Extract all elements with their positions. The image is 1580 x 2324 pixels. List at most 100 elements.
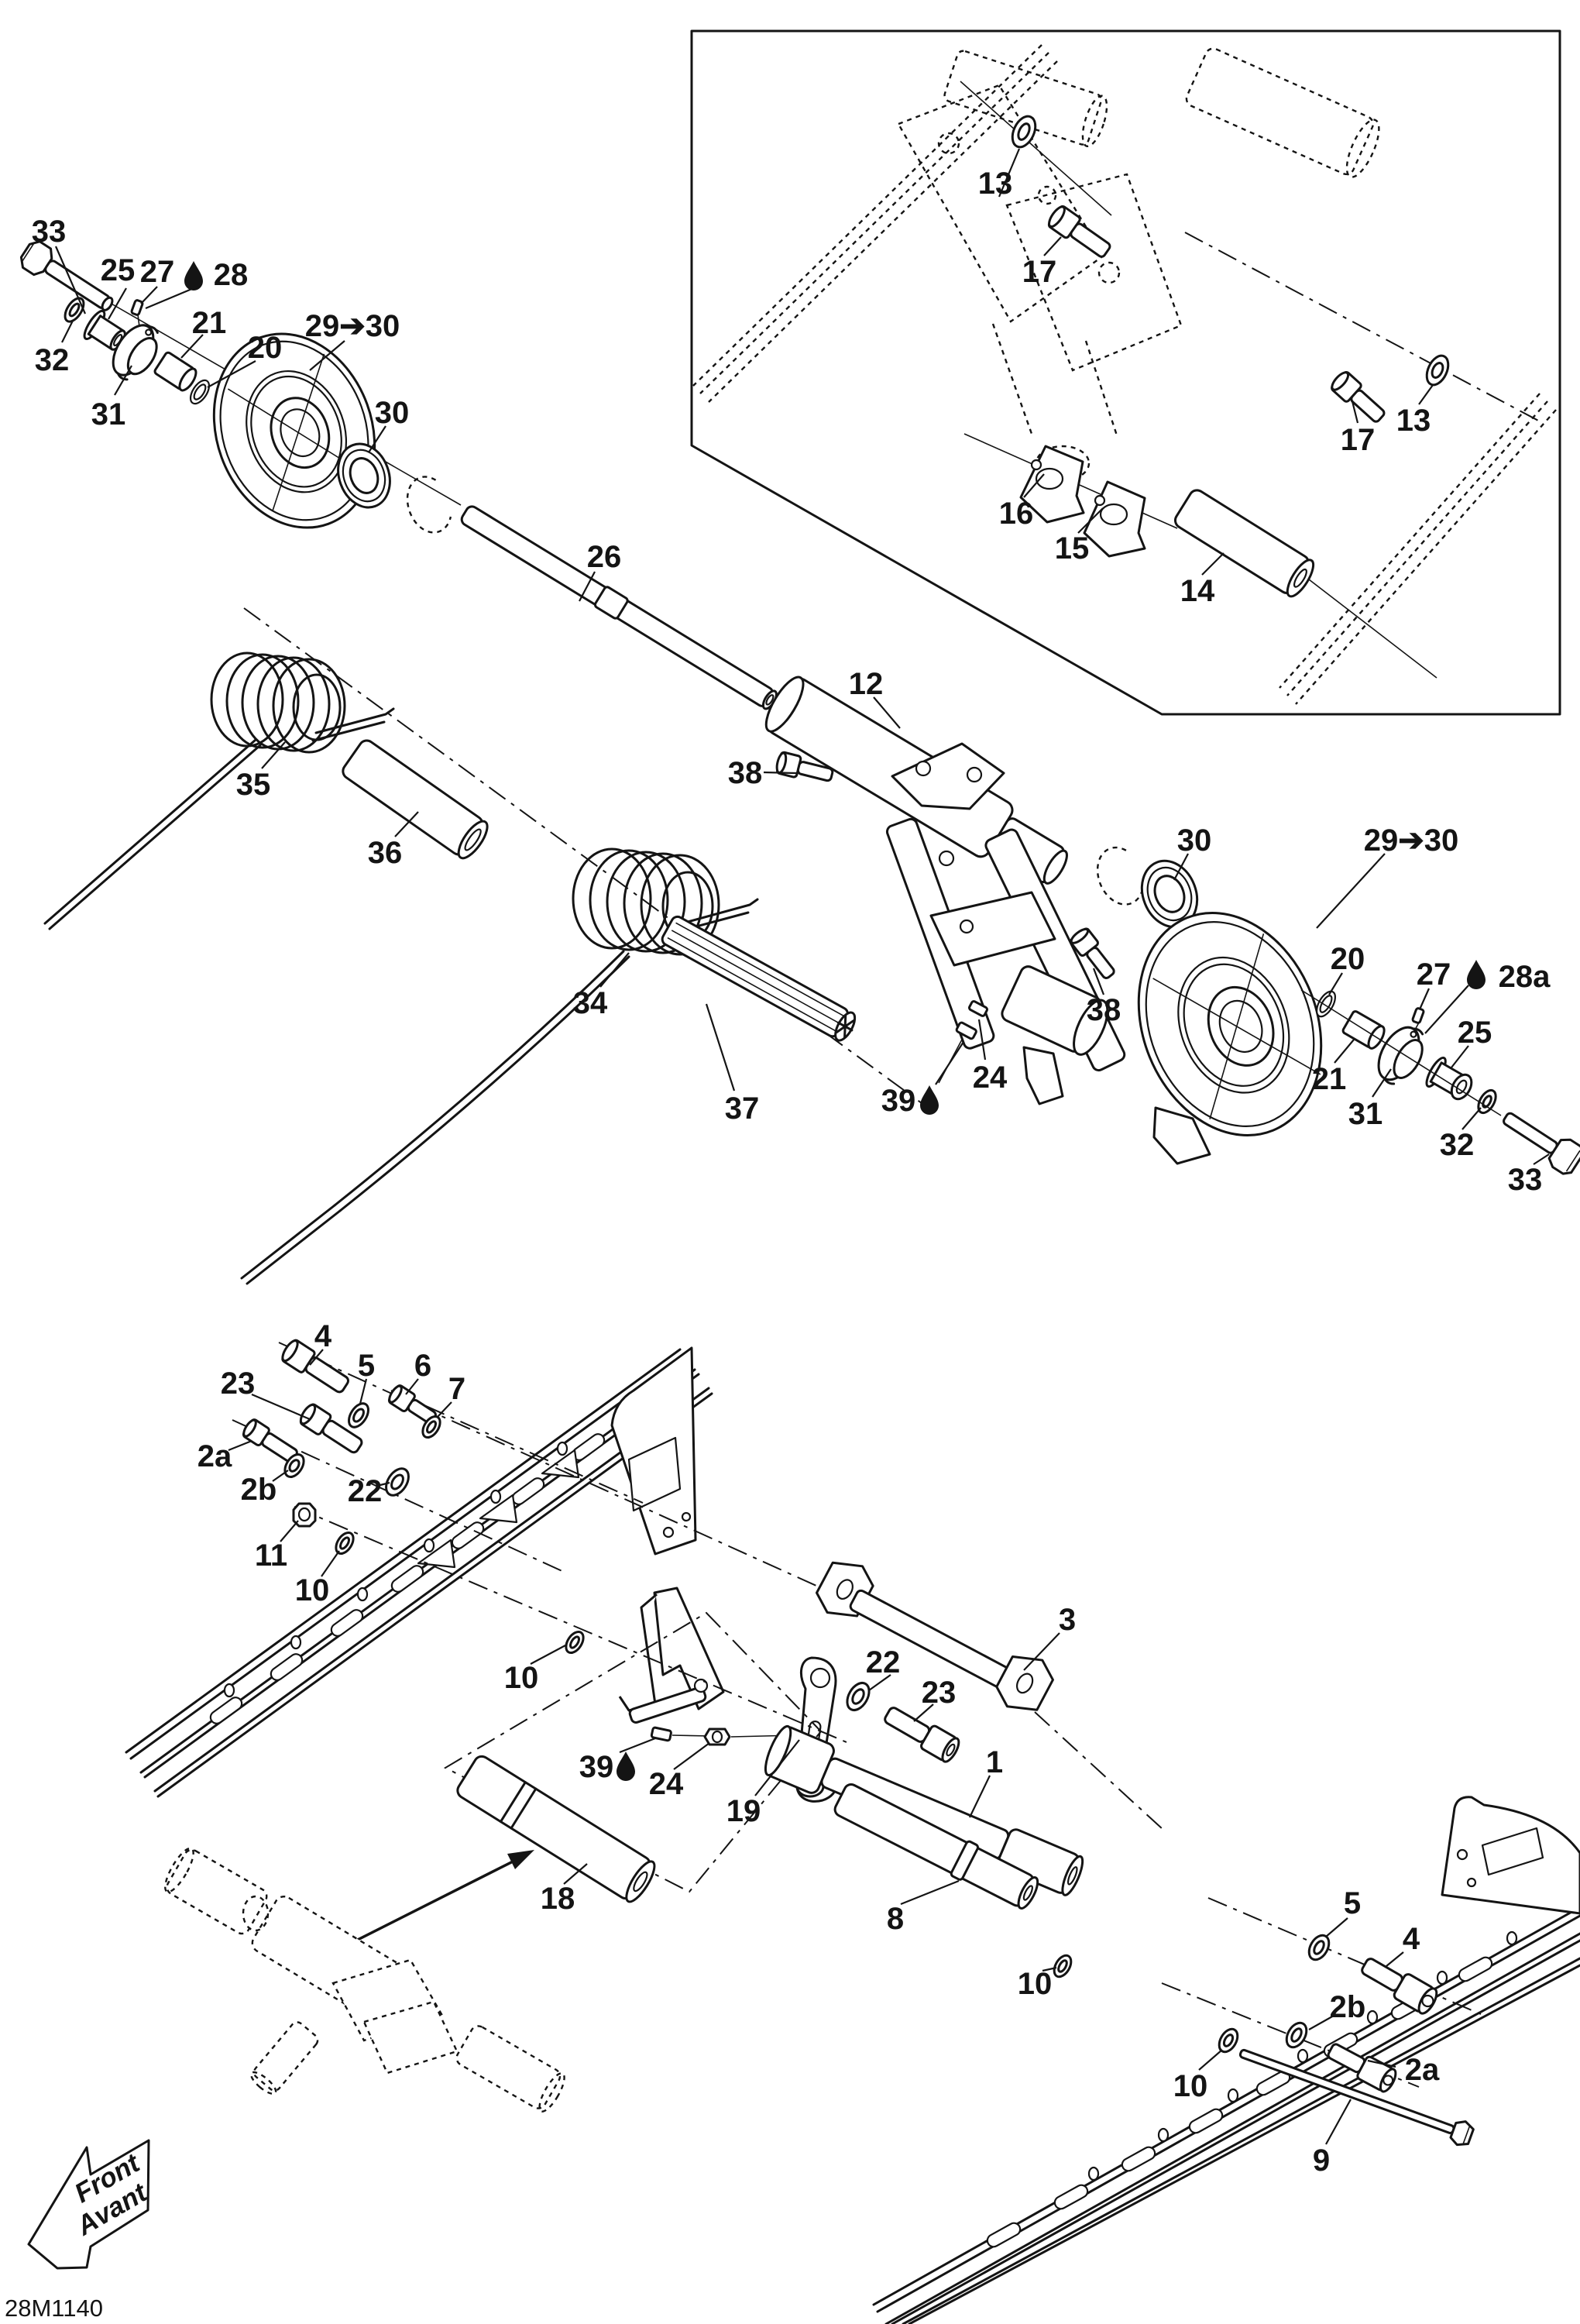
callout-38-left: 38 [728,756,763,790]
arm-foot [1152,1106,1211,1165]
bolt-17-right [1331,371,1386,423]
callout-2b-botright: 2b [1330,1990,1366,2024]
sleeve-36 [342,739,489,860]
washer-32 [64,297,85,323]
callout-30-topleft: 30 [375,396,410,430]
rail-left [125,1346,838,1803]
callout-12: 12 [849,667,884,701]
callout-28-topleft: 28 [214,258,249,292]
callout-1: 1 [986,1745,1003,1779]
axis-line [278,1342,826,1590]
callout-labels: 33 25 27 28 32 31 21 20 29➔30 30 26 13 1… [32,167,1551,2178]
bolt-38-right [1070,927,1115,979]
socket-bolt-23-center [884,1707,960,1763]
torsion-spring-34 [240,847,759,1285]
callout-10-botleft: 10 [295,1573,330,1607]
splined-shaft-37 [661,915,857,1042]
callout-2a-botright: 2a [1405,2053,1440,2087]
spacer-21 [153,351,198,392]
callout-31-topleft: 31 [91,397,126,431]
roller-18 [456,1755,656,1903]
axis-line [294,1506,853,1745]
callout-20-midright: 20 [1331,942,1365,976]
axle-1 [764,1724,1084,1896]
washer-10-axle [1053,1954,1073,1978]
washer-2b-right [1285,2021,1308,2049]
dashed-track-left [692,44,1058,403]
callout-17-left: 17 [1022,255,1057,289]
rear-arm-12 [764,676,1211,1165]
callout-6-botleft: 6 [414,1349,431,1383]
callout-22-botleft: 22 [348,1474,383,1508]
socket-bolt-2a-right [1327,2043,1397,2093]
callout-16: 16 [999,497,1034,531]
callout-18: 18 [541,1882,575,1916]
axis-line [1184,232,1542,423]
washer-13-left [1011,115,1037,149]
front-direction-arrow: Front Avant [27,2139,153,2270]
bracket-15 [1083,480,1146,558]
axis-line [232,1419,566,1573]
oil-drop-icon [617,1752,635,1781]
callout-24-mid: 24 [973,1061,1008,1095]
callout-4-botright: 4 [1403,1922,1420,1956]
bushing-25-right [1425,1056,1473,1101]
bearing-30-left [337,442,391,509]
inset-border [690,29,1561,716]
rail-left-ear-bracket [610,1346,697,1556]
callout-28a-midright: 28a [1499,960,1551,994]
callout-22-botmid: 22 [866,1645,901,1679]
washer-10-mid [565,1630,585,1655]
roller-14 [1173,489,1315,598]
gusset [479,1494,518,1524]
callout-33-midright: 33 [1508,1163,1543,1197]
callout-37: 37 [725,1092,760,1126]
callout-39-mid: 39 [881,1084,916,1118]
washer-10-a [335,1531,355,1556]
rail-right-holes [1087,1930,1518,2181]
callout-25-topleft: 25 [101,253,136,287]
callout-27-topleft: 27 [140,255,175,289]
a-frame-bracket [618,1587,725,1724]
direction-arrow-18 [332,1850,534,1954]
callout-23-botmid: 23 [922,1676,957,1710]
callout-29-30-midright: 29➔30 [1364,823,1459,858]
socket-bolt-23 [299,1403,363,1454]
plate-part-code: 28M1140 [5,2295,103,2322]
snap-ring-right [1096,846,1144,906]
axis-line [1300,989,1502,1116]
callout-2a-botleft: 2a [198,1439,232,1473]
collar-31 [112,324,159,381]
hex-bolt-33-right [1503,1112,1580,1175]
middle-group [43,607,1580,1285]
callout-21-midright: 21 [1312,1062,1347,1096]
callout-31-midright: 31 [1348,1097,1383,1131]
washer-13-right [1425,354,1450,387]
idler-wheel-right [1137,912,1323,1136]
callout-38-right: 38 [1087,993,1121,1027]
callout-2b-botleft: 2b [241,1473,277,1507]
nut-11 [292,1502,317,1528]
oil-drop-icon [1467,960,1486,989]
callout-36: 36 [368,836,403,870]
dashed-shock-absorber [164,1847,565,2113]
axis-line [1308,579,1437,679]
dashed-rear-arm-assembly [897,47,1380,482]
callout-9: 9 [1313,2144,1330,2178]
rail-right-ear-bracket [1441,1796,1580,1915]
axis-line [390,1390,644,1504]
torsion-spring-35 [43,651,395,930]
callout-32-midright: 32 [1440,1128,1475,1162]
washer-22 [385,1467,410,1497]
dashed-track-right [1279,393,1557,705]
socket-bolt-4 [281,1339,349,1394]
arm-fork-tip [1022,1046,1064,1105]
washer-22-center [846,1681,871,1712]
oil-drop-icon [184,261,203,290]
callout-13-right: 13 [1396,404,1431,438]
leader-lines [54,148,1550,2145]
inset-box-rear-arm [690,29,1561,716]
callout-39-bot: 39 [579,1750,614,1784]
